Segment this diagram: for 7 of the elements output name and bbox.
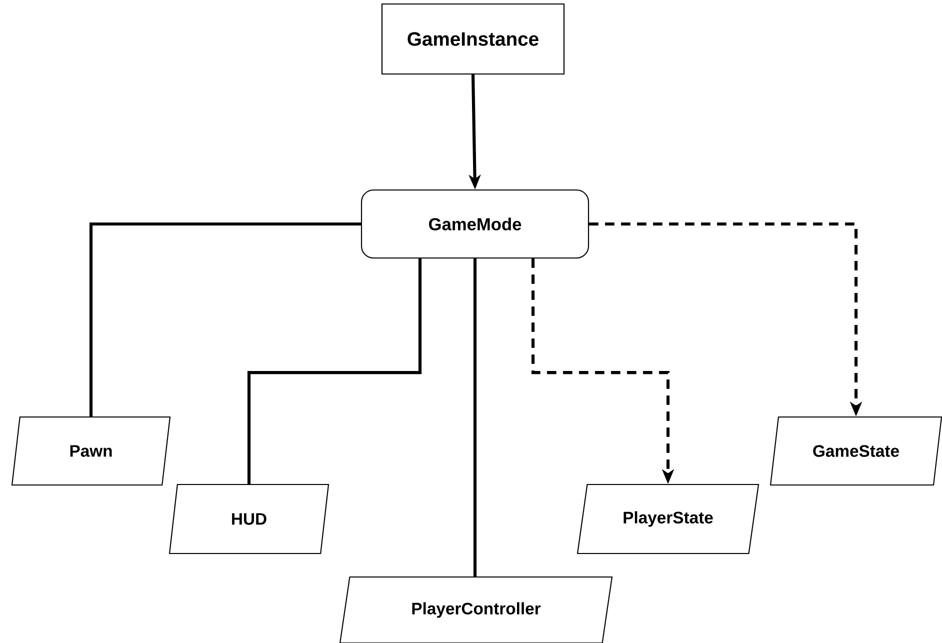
class-parallelogram: PlayerState xyxy=(576,484,760,554)
class-box: GameInstance xyxy=(381,3,565,75)
class-box: GameMode xyxy=(360,189,590,259)
class-parallelogram: PlayerController xyxy=(339,576,613,643)
class-parallelogram: HUD xyxy=(168,484,330,554)
class-parallelogram: Pawn xyxy=(11,416,171,486)
class-parallelogram: GameState xyxy=(770,416,942,486)
